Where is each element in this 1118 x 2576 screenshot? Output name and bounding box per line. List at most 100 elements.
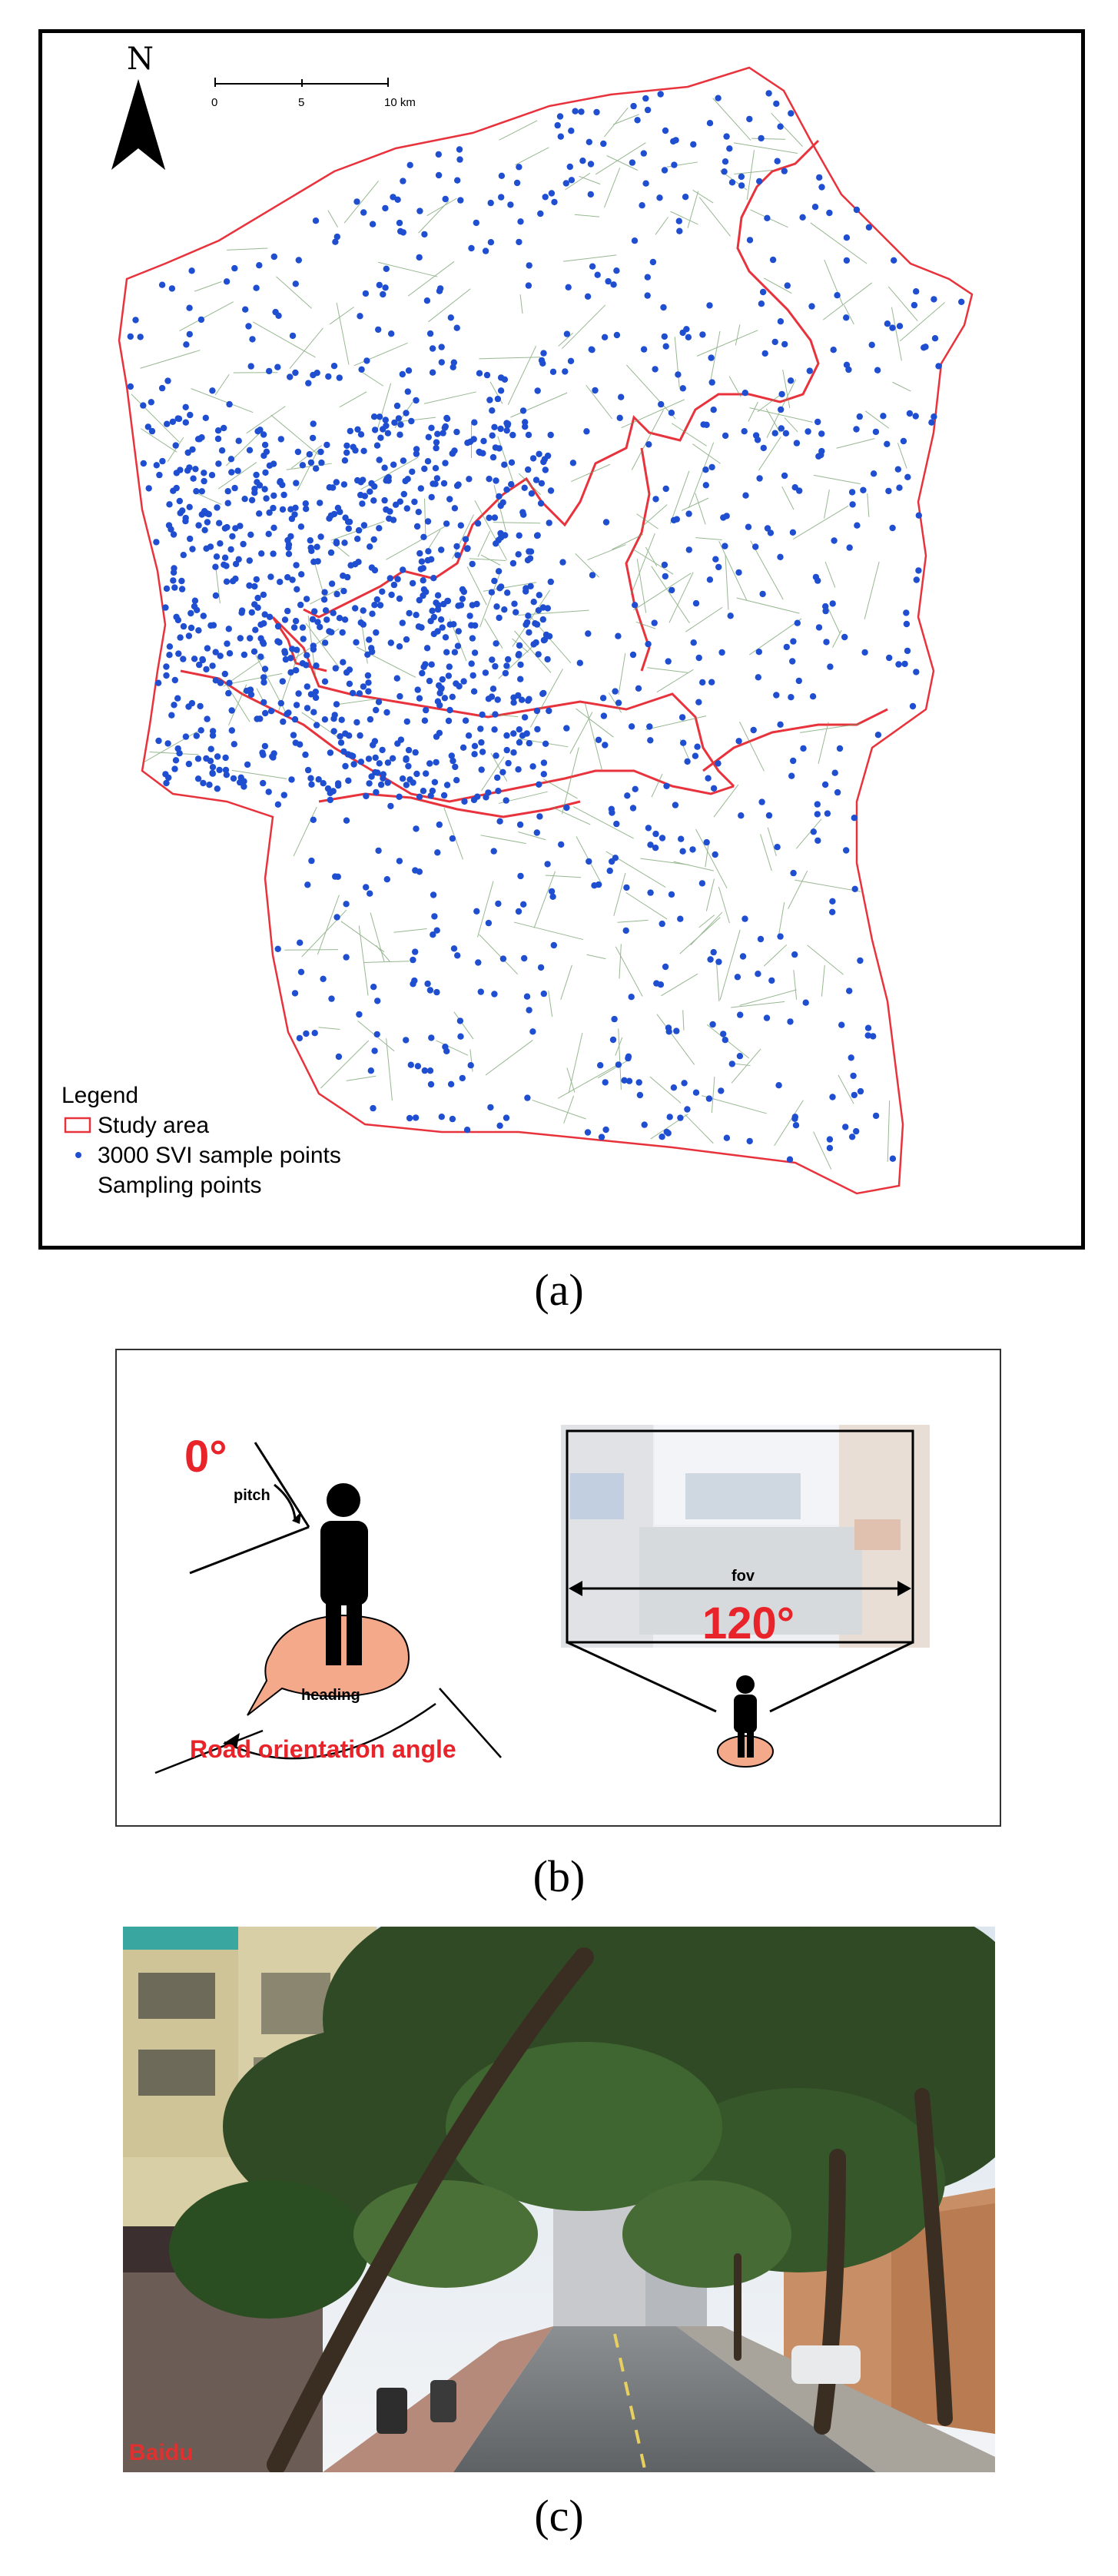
road-segment <box>751 138 786 140</box>
sample-point <box>413 446 420 453</box>
sample-point <box>639 202 645 209</box>
sample-point <box>400 178 406 184</box>
sample-point <box>602 742 609 749</box>
sample-point <box>186 464 193 471</box>
sample-point <box>703 838 710 846</box>
sample-point <box>337 733 343 740</box>
sample-point <box>360 476 367 483</box>
sample-point <box>290 624 298 631</box>
road-segment <box>668 572 694 623</box>
sample-point <box>318 459 325 466</box>
sample-point <box>343 901 350 908</box>
sample-point <box>565 284 572 290</box>
sample-point <box>774 158 781 164</box>
sample-point <box>891 257 897 264</box>
sample-point <box>829 908 836 916</box>
sample-point <box>556 113 564 120</box>
sample-point <box>562 180 569 187</box>
sample-point <box>281 616 289 623</box>
sample-point <box>289 332 297 340</box>
sample-point <box>204 510 211 517</box>
sample-point <box>418 558 426 565</box>
sample-point <box>384 779 391 786</box>
road-segment <box>560 964 572 1001</box>
caption-b: (b) <box>532 1851 586 1901</box>
road-segment <box>617 919 649 923</box>
sample-point <box>806 367 813 374</box>
road-segment <box>824 561 836 588</box>
sample-point <box>760 444 767 452</box>
sample-point <box>442 634 450 641</box>
sample-point <box>661 333 668 340</box>
sample-point <box>307 775 314 782</box>
sample-point <box>860 486 867 493</box>
sample-point <box>360 683 367 690</box>
sample-point <box>504 420 512 427</box>
sample-point <box>337 739 345 746</box>
sample-point <box>625 1077 633 1084</box>
sample-point <box>471 751 478 758</box>
road-segment <box>692 443 721 464</box>
sample-point <box>602 1079 609 1086</box>
sample-point <box>850 1072 857 1080</box>
sample-point <box>457 602 465 609</box>
sample-point <box>209 764 217 771</box>
sample-point <box>309 434 317 442</box>
sample-point <box>851 815 858 822</box>
sample-point <box>148 399 154 406</box>
sample-point <box>502 532 509 539</box>
sample-point <box>370 497 377 504</box>
road-segment <box>453 1011 474 1040</box>
sample-point <box>804 428 811 435</box>
sample-point <box>371 1047 378 1054</box>
sample-point <box>201 526 208 533</box>
sample-point <box>618 393 625 400</box>
sample-point <box>212 677 219 684</box>
road-segment <box>621 399 685 429</box>
sample-point <box>246 557 253 564</box>
sample-point <box>358 366 365 373</box>
sample-point <box>426 677 433 685</box>
sample-point <box>308 781 315 788</box>
sample-point <box>336 374 343 381</box>
sample-point <box>427 1081 435 1088</box>
sample-point <box>913 288 920 295</box>
sample-point <box>388 591 395 599</box>
sample-point <box>197 702 204 710</box>
sample-point <box>414 686 421 693</box>
sample-point <box>475 959 482 966</box>
sample-point <box>137 334 144 340</box>
road-segment <box>140 350 201 369</box>
sample-point <box>625 1054 632 1062</box>
sample-point <box>454 177 461 184</box>
sample-point <box>718 649 725 656</box>
sample-point <box>800 745 807 752</box>
sample-point <box>430 931 436 938</box>
sample-point <box>336 615 343 622</box>
sample-point <box>848 1134 856 1140</box>
sample-point <box>708 679 715 685</box>
sample-point <box>343 442 350 450</box>
sample-point <box>522 423 529 430</box>
right-sidewalk <box>676 2326 995 2472</box>
sample-point <box>811 204 819 211</box>
road-segment <box>214 373 230 396</box>
sample-point <box>722 158 729 165</box>
sample-point <box>612 688 619 695</box>
sample-point <box>413 825 420 832</box>
sample-point <box>382 417 389 423</box>
sample-point <box>526 262 532 269</box>
sample-point <box>225 689 232 697</box>
sample-point <box>715 563 722 571</box>
sample-point <box>237 774 244 781</box>
sample-point <box>403 505 410 512</box>
sample-point <box>676 227 683 234</box>
sample-point <box>215 460 222 467</box>
sample-point <box>842 1124 849 1130</box>
sample-point <box>791 484 798 491</box>
sample-point <box>432 480 439 487</box>
sample-point <box>708 463 715 471</box>
sample-point <box>178 586 186 593</box>
sample-point <box>790 869 797 877</box>
road-segment <box>713 784 739 818</box>
